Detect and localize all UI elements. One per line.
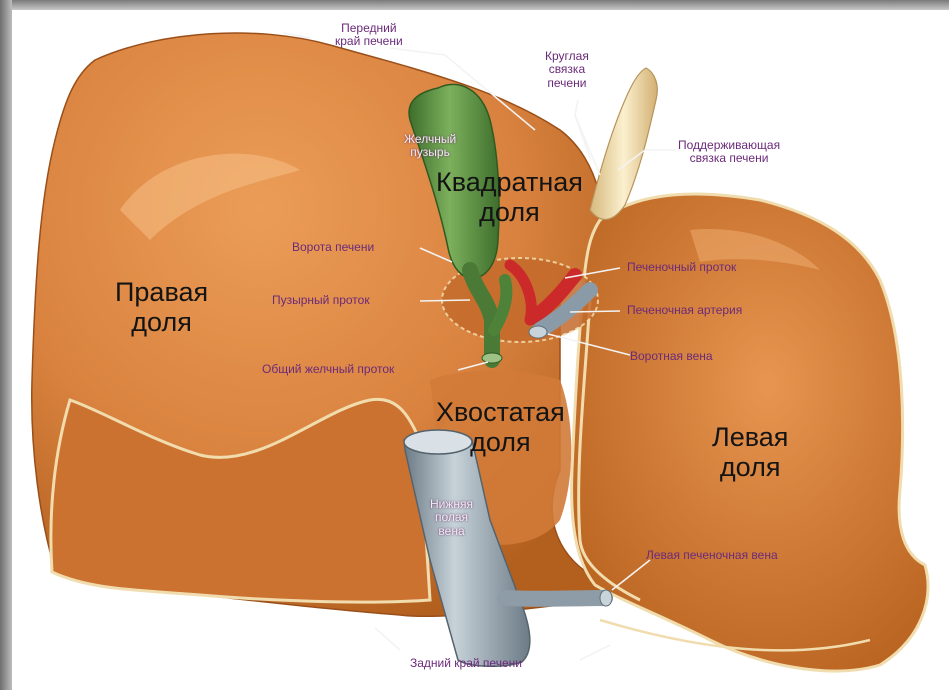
- hepatic-artery-label: Печеночная артерия: [627, 304, 742, 317]
- falciform-ligament-label: Поддерживающая связка печени: [678, 139, 780, 166]
- left-hepatic-vein-label: Левая печеночная вена: [646, 549, 778, 562]
- cystic-duct-label: Пузырный проток: [272, 294, 370, 307]
- inferior-vena-cava-label: Нижняя полая вена: [430, 498, 473, 538]
- caudate-lobe-label: Хвостатая доля: [436, 397, 565, 457]
- right-lobe-label: Правая доля: [115, 277, 208, 337]
- posterior-margin-label: Задний край печени: [410, 657, 522, 670]
- hepatic-duct-label: Печеночный проток: [627, 261, 736, 274]
- anterior-margin-label: Передний край печени: [335, 22, 403, 49]
- left-hepatic-vein-shape: [505, 598, 605, 599]
- portal-vein-label: Воротная вена: [630, 350, 713, 363]
- left-lobe-label: Левая доля: [712, 422, 788, 482]
- round-ligament-shape: [590, 68, 657, 219]
- round-ligament-label: Круглая связка печени: [545, 50, 589, 90]
- common-bile-duct-label: Общий желчный проток: [262, 363, 394, 376]
- gallbladder-label: Желчный пузырь: [404, 133, 456, 160]
- quadrate-lobe-label: Квадратная доля: [436, 167, 583, 227]
- porta-hepatis-label: Ворота печени: [292, 241, 374, 254]
